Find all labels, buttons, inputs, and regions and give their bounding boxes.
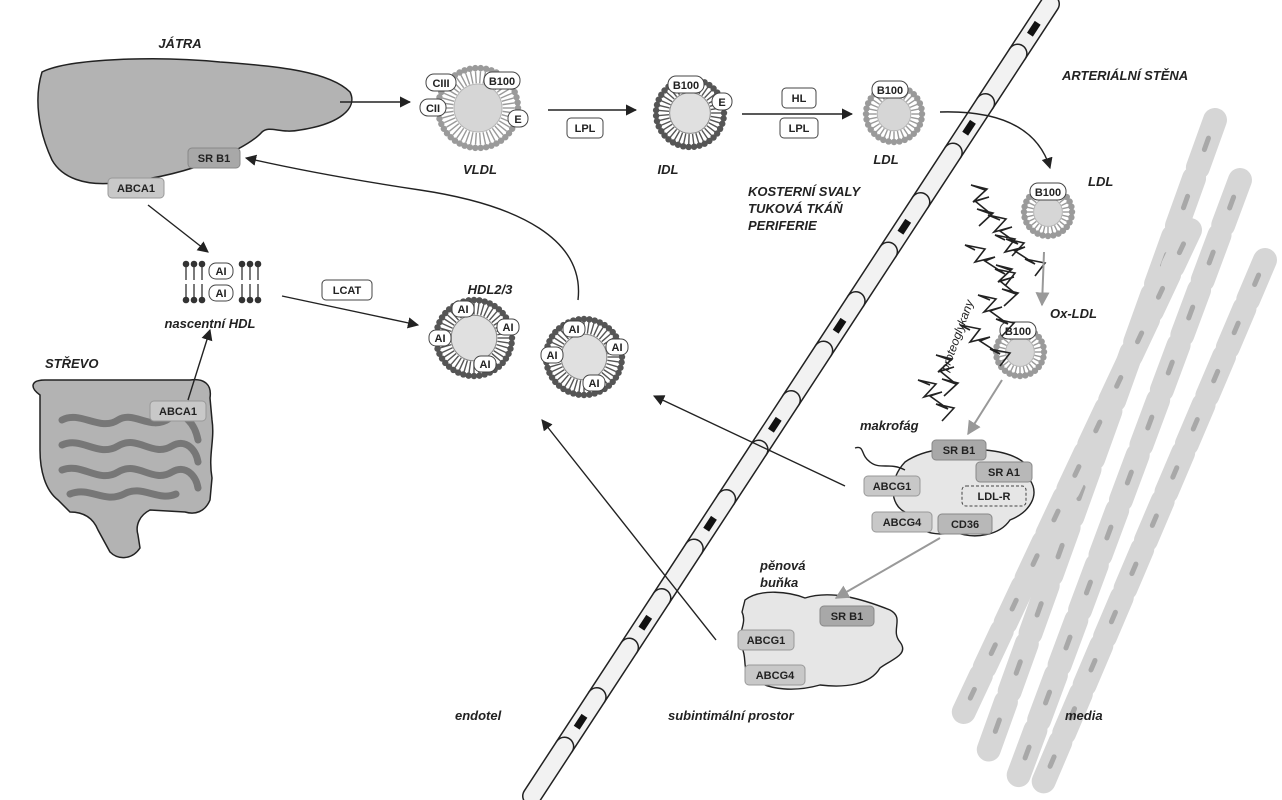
vldl-label: VLDL <box>463 162 497 177</box>
svg-text:CII: CII <box>426 103 440 115</box>
svg-text:AI: AI <box>216 266 227 278</box>
ldl-plasma-label: LDL <box>873 152 898 167</box>
svg-text:ABCG1: ABCG1 <box>747 635 786 647</box>
arrow-gut-to-nascent <box>187 328 213 401</box>
macrophage-label: makrofág <box>860 418 919 433</box>
mac-abcg1-tag: ABCG1 <box>863 475 921 497</box>
svg-text:AI: AI <box>458 304 469 316</box>
peripheral-label-3: PERIFERIE <box>748 218 817 233</box>
arrow-mac-to-hdl <box>652 395 846 487</box>
hdl1-ai-labels: AI AI AI AI <box>428 300 520 373</box>
proteoglycans-label: proteoglykany <box>937 297 976 374</box>
foam-srb1-tag: SR B1 <box>819 605 875 627</box>
mac-sra1-tag: SR A1 <box>975 461 1033 483</box>
mac-ldlr-tag: LDL-R <box>961 485 1027 507</box>
ldl-apo-label: B100 <box>871 80 909 99</box>
svg-text:ABCG4: ABCG4 <box>756 670 795 682</box>
svg-text:AI: AI <box>435 333 446 345</box>
mac-srb1-tag: SR B1 <box>931 439 987 461</box>
arrow-ldl-to-wall <box>939 111 1053 170</box>
enzyme-lpl-2: LPL <box>779 117 819 139</box>
media-label: media <box>1065 708 1103 723</box>
ldl-wall-label: LDL <box>1088 174 1113 189</box>
arrows <box>147 96 1053 641</box>
peripheral-label-1: KOSTERNÍ SVALY <box>748 184 862 199</box>
idl-apo-labels: B100 E <box>667 75 733 111</box>
nascent-hdl-label: nascentní HDL <box>164 316 255 331</box>
foam-cell-label-1: pěnová <box>759 558 806 573</box>
svg-text:AI: AI <box>480 359 491 371</box>
svg-text:ABCG1: ABCG1 <box>873 481 912 493</box>
hdl2-ai-labels: AI AI AI AI <box>540 320 629 392</box>
liver-shape <box>37 58 353 185</box>
svg-text:LCAT: LCAT <box>333 285 362 297</box>
mac-cd36-tag: CD36 <box>937 513 993 535</box>
peripheral-label-2: TUKOVÁ TKÁŇ <box>748 201 843 216</box>
arrow-ldl-to-oxldl <box>1035 251 1050 307</box>
mac-abcg4-tag: ABCG4 <box>871 511 933 533</box>
svg-text:ABCA1: ABCA1 <box>117 183 155 195</box>
svg-text:AI: AI <box>589 378 600 390</box>
svg-text:SR B1: SR B1 <box>198 153 230 165</box>
svg-text:ABCG4: ABCG4 <box>883 517 922 529</box>
svg-text:AI: AI <box>569 324 580 336</box>
endothelium-cell-chain <box>522 0 1060 800</box>
svg-text:B100: B100 <box>1005 326 1031 338</box>
foam-abcg1-tag: ABCG1 <box>737 629 795 651</box>
svg-text:E: E <box>514 114 521 126</box>
arrow-foam-to-hdl <box>541 419 717 641</box>
foam-abcg4-tag: ABCG4 <box>744 664 806 686</box>
svg-text:LPL: LPL <box>575 123 596 135</box>
idl-label: IDL <box>658 162 679 177</box>
svg-text:ABCA1: ABCA1 <box>159 406 197 418</box>
foam-cell-label-2: buňka <box>760 575 798 590</box>
svg-text:SR B1: SR B1 <box>831 611 863 623</box>
svg-text:AI: AI <box>216 288 227 300</box>
svg-text:B100: B100 <box>1035 187 1061 199</box>
svg-text:SR A1: SR A1 <box>988 467 1020 479</box>
subintimal-space-label: subintimální prostor <box>668 708 795 723</box>
svg-text:CIII: CIII <box>432 78 449 90</box>
intestine-label: STŘEVO <box>45 356 98 371</box>
arrow-mac-to-foam <box>834 537 941 599</box>
arrow-oxldl-to-mac <box>967 379 1003 436</box>
vldl-apo-labels: CIII B100 CII E <box>419 71 529 128</box>
arterial-wall-label: ARTERIÁLNÍ STĚNA <box>1061 68 1188 83</box>
nascent-hdl-bilayer <box>182 260 262 304</box>
arrow-hdl-to-liver <box>244 154 580 301</box>
media-smooth-muscle-cells <box>951 108 1277 794</box>
arrow-nascent-to-hdl <box>281 295 420 329</box>
enzyme-lcat: LCAT <box>321 279 373 301</box>
svg-text:B100: B100 <box>673 80 699 92</box>
oxldl-label: Ox-LDL <box>1050 306 1097 321</box>
svg-text:HL: HL <box>792 93 807 105</box>
svg-text:LPL: LPL <box>789 123 810 135</box>
svg-text:E: E <box>718 97 725 109</box>
nascent-hdl-ai-labels: AI AI <box>208 262 234 302</box>
enzyme-lpl-1: LPL <box>566 117 604 139</box>
svg-text:LDL-R: LDL-R <box>978 491 1011 503</box>
svg-text:AI: AI <box>547 350 558 362</box>
macrophage-tail <box>854 446 906 471</box>
intestine-abca1-tag: ABCA1 <box>149 400 207 422</box>
svg-text:AI: AI <box>503 322 514 334</box>
enzyme-hl: HL <box>781 87 817 109</box>
ldl-wall-apo-label: B100 <box>1029 182 1067 201</box>
liver-label: JÁTRA <box>158 36 201 51</box>
proteoglycans <box>917 184 1047 422</box>
svg-text:B100: B100 <box>877 85 903 97</box>
svg-text:CD36: CD36 <box>951 519 979 531</box>
endothelium-label: endotel <box>455 708 502 723</box>
svg-text:B100: B100 <box>489 76 515 88</box>
arrow-abca1-to-nascent <box>147 204 209 253</box>
svg-text:AI: AI <box>612 342 623 354</box>
liver-abca1-tag: ABCA1 <box>107 177 165 199</box>
svg-text:SR B1: SR B1 <box>943 445 975 457</box>
oxldl-apo-label: B100 <box>999 321 1037 340</box>
liver-srb1-tag: SR B1 <box>187 147 241 169</box>
hdl23-label: HDL2/3 <box>468 282 514 297</box>
